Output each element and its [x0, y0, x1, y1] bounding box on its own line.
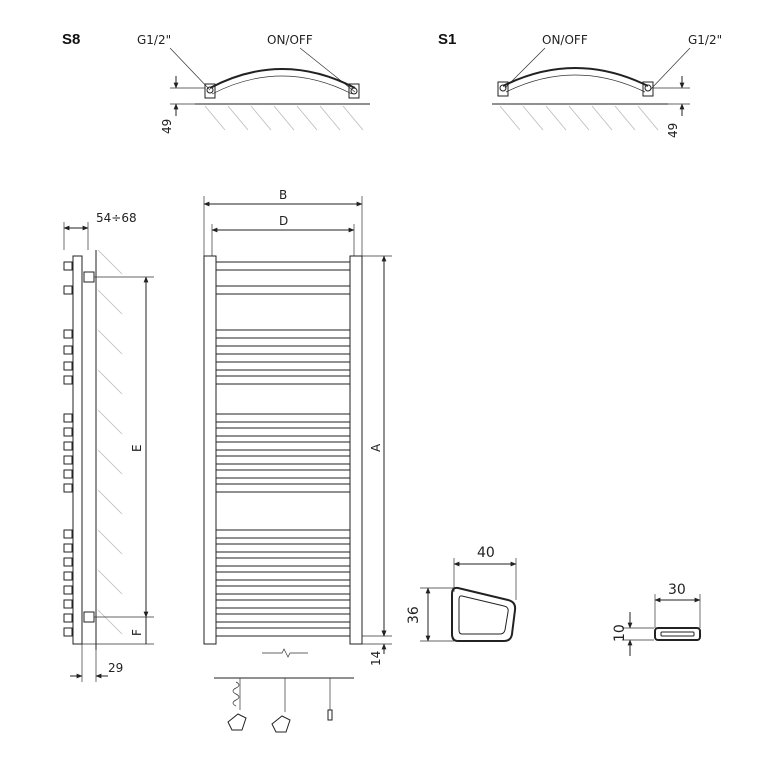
front-view: B D A 14	[203, 188, 392, 666]
heating-element-detail	[214, 677, 354, 733]
s8-height-dim: 49	[160, 119, 174, 134]
flat-height-dim: 10	[612, 624, 628, 642]
s1-switch-label: ON/OFF	[542, 33, 588, 47]
s1-title: S1	[438, 31, 456, 48]
element-plug-2	[271, 715, 291, 733]
front-outer-width-label: B	[279, 188, 287, 202]
s1-right-valve	[642, 81, 654, 97]
trapezoid-height-dim: 36	[406, 606, 422, 624]
side-wall-hatch	[97, 249, 123, 635]
element-end-cap	[327, 709, 333, 721]
s1-connector-label: G1/2"	[688, 33, 722, 47]
s1-height-dim: 49	[666, 123, 680, 138]
front-height-label: A	[369, 443, 383, 452]
s1-left-valve	[497, 81, 509, 97]
s1-wall-hatch	[499, 105, 659, 131]
s8-left-valve	[204, 83, 216, 99]
trapezoid-width-dim: 40	[477, 545, 495, 561]
side-wall-gap-dim: 29	[108, 661, 123, 675]
front-left-column	[203, 255, 217, 645]
s8-connection-diagram: S8 G1/2" ON/OFF 49	[62, 31, 370, 134]
side-height-label: E	[130, 444, 144, 452]
s8-wall-hatch	[204, 105, 364, 131]
s8-right-valve	[348, 83, 360, 99]
flat-width-dim: 30	[668, 582, 686, 598]
front-inner-width-label: D	[279, 214, 288, 228]
front-right-column	[349, 255, 363, 645]
s8-switch-label: ON/OFF	[267, 33, 313, 47]
s1-connection-diagram: S1 ON/OFF G1/2" 49	[438, 31, 722, 138]
side-column	[72, 255, 83, 645]
side-view: 54÷68	[63, 211, 154, 682]
s8-connector-label: G1/2"	[137, 33, 171, 47]
element-plug-1	[227, 713, 247, 731]
side-bar-ends	[63, 261, 73, 637]
front-bottom-offset-dim: 14	[369, 651, 383, 666]
trapezoid-profile: 40 36	[406, 545, 517, 642]
side-bottom-label: F	[130, 629, 144, 636]
flat-profile: 30 10	[612, 582, 701, 656]
side-depth-dim: 54÷68	[96, 211, 137, 225]
s8-title: S8	[62, 31, 80, 48]
front-rails	[215, 261, 351, 637]
